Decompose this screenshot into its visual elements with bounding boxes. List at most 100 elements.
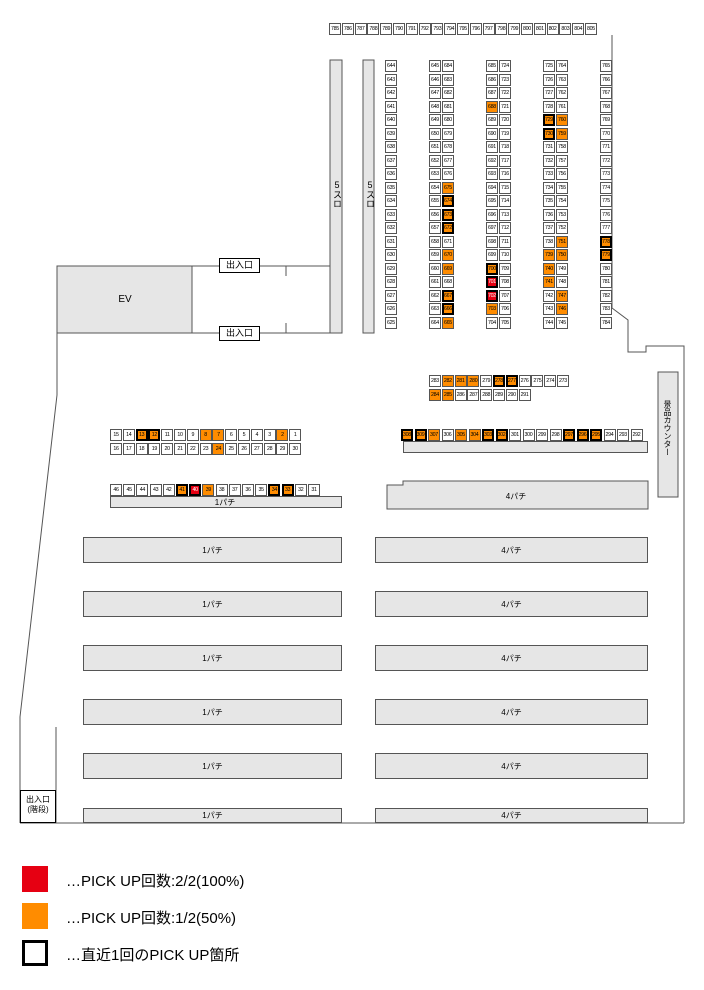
machine-279[interactable]: 279 bbox=[480, 375, 493, 387]
machine-658[interactable]: 658 bbox=[429, 235, 441, 248]
machine-783[interactable]: 783 bbox=[600, 303, 612, 315]
machine-739[interactable]: 739 bbox=[543, 249, 555, 261]
machine-633[interactable]: 633 bbox=[385, 208, 397, 221]
machine-757[interactable]: 757 bbox=[556, 154, 568, 167]
machine-43[interactable]: 43 bbox=[149, 484, 162, 496]
machine-713[interactable]: 713 bbox=[499, 208, 511, 221]
machine-671[interactable]: 671 bbox=[442, 235, 454, 248]
machine-761[interactable]: 761 bbox=[556, 100, 568, 113]
machine-26[interactable]: 26 bbox=[238, 443, 250, 455]
machine-780[interactable]: 780 bbox=[600, 262, 612, 275]
machine-282[interactable]: 282 bbox=[441, 375, 454, 387]
machine-38[interactable]: 38 bbox=[215, 484, 228, 496]
machine-284[interactable]: 284 bbox=[429, 389, 441, 401]
machine-796[interactable]: 796 bbox=[469, 23, 482, 35]
machine-294[interactable]: 294 bbox=[603, 429, 616, 441]
machine-23[interactable]: 23 bbox=[199, 443, 212, 455]
machine-4[interactable]: 4 bbox=[250, 429, 263, 441]
machine-12[interactable]: 12 bbox=[148, 429, 161, 441]
machine-296[interactable]: 296 bbox=[576, 429, 589, 441]
machine-625[interactable]: 625 bbox=[385, 316, 397, 329]
machine-290[interactable]: 290 bbox=[505, 389, 518, 401]
machine-649[interactable]: 649 bbox=[429, 114, 441, 126]
machine-638[interactable]: 638 bbox=[385, 141, 397, 153]
machine-40[interactable]: 40 bbox=[189, 484, 202, 496]
machine-635[interactable]: 635 bbox=[385, 181, 397, 194]
machine-6[interactable]: 6 bbox=[225, 429, 238, 441]
machine-13[interactable]: 13 bbox=[135, 429, 148, 441]
machine-738[interactable]: 738 bbox=[543, 235, 555, 248]
machine-688[interactable]: 688 bbox=[486, 100, 498, 113]
machine-297[interactable]: 297 bbox=[563, 429, 575, 441]
machine-35[interactable]: 35 bbox=[255, 484, 268, 496]
machine-689[interactable]: 689 bbox=[486, 114, 498, 126]
machine-626[interactable]: 626 bbox=[385, 303, 397, 315]
machine-797[interactable]: 797 bbox=[482, 23, 495, 35]
machine-274[interactable]: 274 bbox=[544, 375, 557, 387]
machine-307[interactable]: 307 bbox=[428, 429, 440, 441]
machine-305[interactable]: 305 bbox=[455, 429, 467, 441]
machine-674[interactable]: 674 bbox=[442, 195, 454, 207]
machine-785[interactable]: 785 bbox=[329, 23, 341, 35]
machine-731[interactable]: 731 bbox=[543, 141, 555, 153]
machine-24[interactable]: 24 bbox=[212, 443, 225, 455]
machine-273[interactable]: 273 bbox=[557, 375, 569, 387]
machine-292[interactable]: 292 bbox=[630, 429, 643, 441]
machine-295[interactable]: 295 bbox=[590, 429, 602, 441]
machine-781[interactable]: 781 bbox=[600, 276, 612, 288]
machine-675[interactable]: 675 bbox=[442, 181, 454, 194]
machine-770[interactable]: 770 bbox=[600, 127, 612, 140]
machine-22[interactable]: 22 bbox=[186, 443, 199, 455]
machine-716[interactable]: 716 bbox=[499, 168, 511, 180]
machine-740[interactable]: 740 bbox=[543, 262, 555, 275]
machine-720[interactable]: 720 bbox=[499, 114, 511, 126]
machine-795[interactable]: 795 bbox=[457, 23, 469, 35]
machine-275[interactable]: 275 bbox=[531, 375, 544, 387]
machine-283[interactable]: 283 bbox=[429, 375, 441, 387]
machine-14[interactable]: 14 bbox=[122, 429, 135, 441]
machine-782[interactable]: 782 bbox=[600, 289, 612, 302]
machine-745[interactable]: 745 bbox=[556, 316, 568, 329]
machine-1[interactable]: 1 bbox=[289, 429, 302, 441]
machine-754[interactable]: 754 bbox=[556, 195, 568, 207]
machine-676[interactable]: 676 bbox=[442, 168, 454, 180]
machine-42[interactable]: 42 bbox=[162, 484, 175, 496]
machine-698[interactable]: 698 bbox=[486, 235, 498, 248]
machine-705[interactable]: 705 bbox=[499, 316, 511, 329]
machine-31[interactable]: 31 bbox=[308, 484, 320, 496]
machine-729[interactable]: 729 bbox=[543, 114, 555, 126]
machine-690[interactable]: 690 bbox=[486, 127, 498, 140]
machine-662[interactable]: 662 bbox=[429, 289, 441, 302]
machine-25[interactable]: 25 bbox=[225, 443, 238, 455]
machine-748[interactable]: 748 bbox=[556, 276, 568, 288]
machine-306[interactable]: 306 bbox=[441, 429, 454, 441]
machine-686[interactable]: 686 bbox=[486, 73, 498, 86]
machine-788[interactable]: 788 bbox=[367, 23, 380, 35]
machine-742[interactable]: 742 bbox=[543, 289, 555, 302]
stairs-entrance[interactable]: 出入口 (階段) bbox=[20, 790, 56, 823]
machine-630[interactable]: 630 bbox=[385, 249, 397, 261]
machine-735[interactable]: 735 bbox=[543, 195, 555, 207]
machine-682[interactable]: 682 bbox=[442, 87, 454, 99]
machine-669[interactable]: 669 bbox=[442, 262, 454, 275]
machine-707[interactable]: 707 bbox=[499, 289, 511, 302]
machine-725[interactable]: 725 bbox=[543, 60, 555, 72]
machine-744[interactable]: 744 bbox=[543, 316, 555, 329]
machine-640[interactable]: 640 bbox=[385, 114, 397, 126]
entrance-upper[interactable]: 出入口 bbox=[219, 258, 260, 273]
machine-753[interactable]: 753 bbox=[556, 208, 568, 221]
machine-749[interactable]: 749 bbox=[556, 262, 568, 275]
machine-3[interactable]: 3 bbox=[263, 429, 276, 441]
machine-665[interactable]: 665 bbox=[442, 316, 454, 329]
machine-787[interactable]: 787 bbox=[354, 23, 367, 35]
machine-276[interactable]: 276 bbox=[518, 375, 531, 387]
machine-291[interactable]: 291 bbox=[518, 389, 531, 401]
machine-722[interactable]: 722 bbox=[499, 87, 511, 99]
machine-724[interactable]: 724 bbox=[499, 60, 511, 72]
machine-44[interactable]: 44 bbox=[136, 484, 149, 496]
machine-659[interactable]: 659 bbox=[429, 249, 441, 261]
machine-760[interactable]: 760 bbox=[556, 114, 568, 126]
machine-677[interactable]: 677 bbox=[442, 154, 454, 167]
machine-693[interactable]: 693 bbox=[486, 168, 498, 180]
machine-714[interactable]: 714 bbox=[499, 195, 511, 207]
